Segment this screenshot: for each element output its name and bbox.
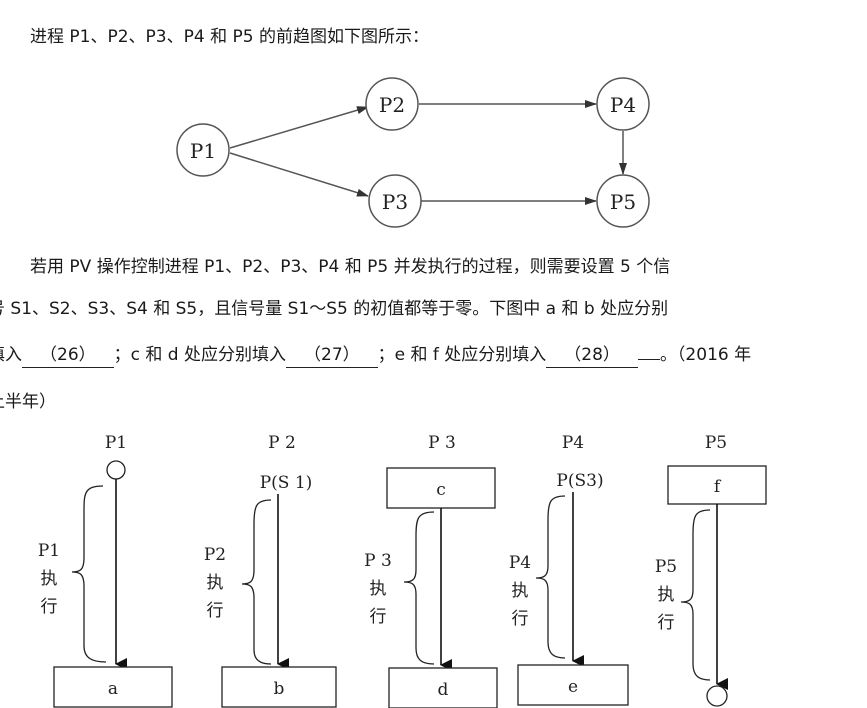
process-p1: P1 P1 执 行 a xyxy=(38,433,173,708)
process-title: P 2 xyxy=(268,433,296,453)
question-text: 。（2016 年 xyxy=(659,345,752,365)
process-title: P5 xyxy=(705,433,727,453)
box-f xyxy=(667,465,767,505)
exec-label: P5 xyxy=(655,557,677,577)
box-label: a xyxy=(108,679,118,699)
box-label: c xyxy=(436,480,446,500)
svg-text:P3: P3 xyxy=(382,190,408,214)
brace xyxy=(680,509,711,681)
exec-label: P4 xyxy=(509,553,531,573)
edge-p1-p3 xyxy=(229,152,369,197)
box-label: b xyxy=(274,679,285,699)
exec-label: 行 xyxy=(370,607,387,627)
brace xyxy=(241,499,272,665)
blank-underline xyxy=(637,359,660,360)
box-a xyxy=(53,666,173,708)
process-title: P 3 xyxy=(428,433,456,453)
question-line-1: 若用 PV 操作控制进程 P1、P2、P3、P4 和 P5 并发执行的过程，则需… xyxy=(30,257,671,277)
box-label: f xyxy=(714,477,722,497)
question-text: ；c 和 d 处应分别填入 xyxy=(113,345,286,365)
node-p3: P3 xyxy=(368,174,422,228)
question-text: 填入 xyxy=(0,345,22,365)
question-text: ；e 和 f 处应分别填入 xyxy=(377,345,547,365)
question-line-3: 填入（26）；c 和 d 处应分别填入（27）；e 和 f 处应分别填入（28）… xyxy=(0,343,751,368)
node-p4: P4 xyxy=(596,77,650,131)
box-c xyxy=(386,467,496,509)
question-line-2: 号 S1、S2、S3、S4 和 S5，且信号量 S1～S5 的初值都等于零。下图… xyxy=(0,299,669,319)
exec-label: 行 xyxy=(207,601,224,621)
answer-blank-28: （28） xyxy=(546,343,638,368)
process-p3: P 3 c P 3 执 行 d xyxy=(364,433,498,708)
exec-label: 行 xyxy=(41,597,58,617)
svg-text:P4: P4 xyxy=(610,93,636,117)
svg-text:P2: P2 xyxy=(379,93,405,117)
exec-label: 执 xyxy=(207,573,224,593)
brace xyxy=(403,511,435,665)
brace xyxy=(71,485,107,663)
exec-label: 执 xyxy=(41,569,58,589)
edge-p1-p2 xyxy=(229,106,369,149)
svg-text:P5: P5 xyxy=(610,190,636,214)
box-label: d xyxy=(438,680,449,700)
process-p2: P 2 P(S 1) P2 执 行 b xyxy=(204,433,337,708)
exec-label: P2 xyxy=(204,545,226,565)
svg-text:P1: P1 xyxy=(190,139,216,163)
precedence-graph: P1 P2 P3 P4 P5 xyxy=(176,77,650,228)
process-title: P1 xyxy=(105,433,127,453)
exec-label: 行 xyxy=(512,609,529,629)
exec-label: 执 xyxy=(512,581,529,601)
process-p5: P5 f P5 执 行 xyxy=(655,433,767,707)
start-circle xyxy=(106,460,126,480)
process-title: P4 xyxy=(562,433,584,453)
answer-blank-27: （27） xyxy=(286,343,378,368)
exec-label: 执 xyxy=(370,579,387,599)
process-p4: P4 P(S3) P4 执 行 e xyxy=(509,433,629,706)
exec-label: P 3 xyxy=(364,551,392,571)
node-p2: P2 xyxy=(365,77,419,131)
end-circle xyxy=(706,685,728,707)
exec-label: 执 xyxy=(658,585,675,605)
box-label: e xyxy=(568,677,578,697)
exec-label: 行 xyxy=(658,613,675,633)
box-d xyxy=(388,667,498,708)
question-line-4: 上半年） xyxy=(0,392,56,412)
brace xyxy=(535,495,566,659)
intro-text: 进程 P1、P2、P3、P4 和 P5 的前趋图如下图所示： xyxy=(30,27,429,47)
box-b xyxy=(221,666,337,708)
p-operation: P(S 1) xyxy=(260,473,313,493)
p-operation: P(S3) xyxy=(556,471,603,491)
process-diagram: P1 P1 执 行 a P 2 P(S 1) P2 执 行 b P 3 c P … xyxy=(38,433,767,708)
answer-blank-26: （26） xyxy=(22,343,114,368)
node-p5: P5 xyxy=(596,174,650,228)
box-e xyxy=(517,664,629,706)
exec-label: P1 xyxy=(38,541,60,561)
node-p1: P1 xyxy=(176,123,230,177)
